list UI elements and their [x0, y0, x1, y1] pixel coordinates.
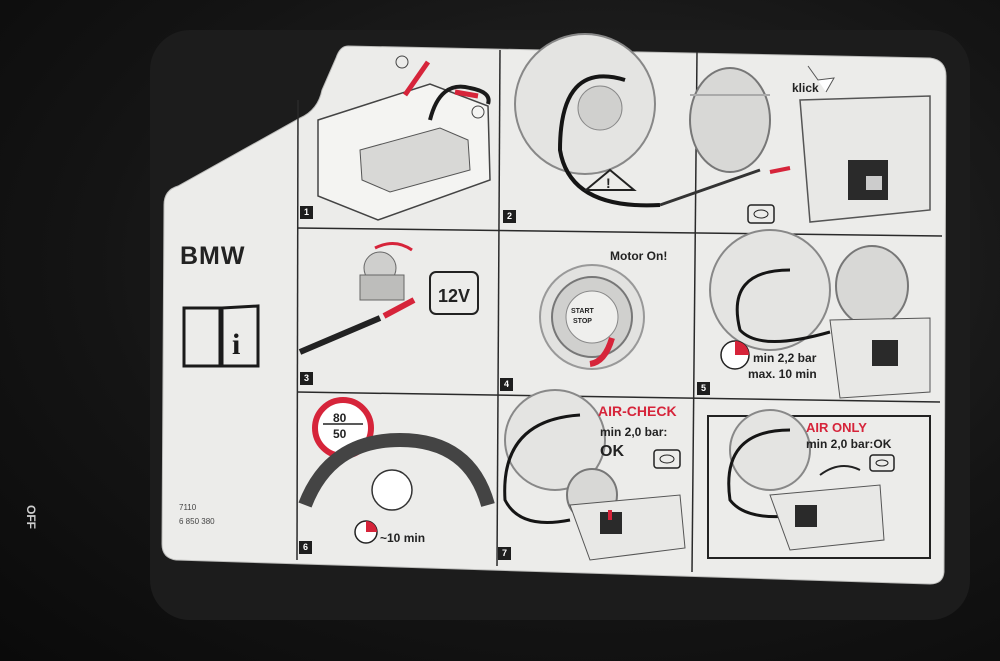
step-5-number: 5	[697, 382, 710, 395]
step-2-number: 2	[503, 210, 516, 223]
panel-7-illustration	[503, 389, 686, 561]
klick-label: klick	[792, 81, 819, 95]
motor-on-label: Motor On!	[610, 249, 667, 263]
part-number-line1: 7110	[179, 503, 197, 512]
speed-top: 80	[333, 411, 347, 425]
part-number-line2: 6 850 380	[179, 517, 215, 526]
manual-info-icon: i	[182, 304, 260, 368]
svg-text:!: !	[606, 175, 611, 191]
drive-duration: ~10 min	[380, 531, 425, 545]
step-1-number: 1	[300, 206, 313, 219]
side-switch-label: OFF	[24, 505, 38, 529]
panel-2-illustration: !	[514, 33, 931, 224]
panel-4-start-stop-button	[539, 264, 645, 370]
air-check-title: AIR-CHECK	[598, 403, 677, 419]
panel-5-illustration	[709, 229, 931, 399]
brand-label: BMW	[180, 242, 246, 270]
panel8-line1: min 2,0 bar:OK	[806, 437, 892, 451]
panel7-line1: min 2,0 bar:	[600, 425, 667, 439]
panel-6-illustration	[298, 397, 495, 544]
air-only-title: AIR ONLY	[806, 420, 867, 435]
svg-text:i: i	[232, 328, 240, 361]
panel-8-illustration	[707, 409, 931, 559]
speed-bottom: 50	[333, 427, 347, 441]
step-4-number: 4	[500, 378, 513, 391]
panel5-line2: max. 10 min	[748, 367, 817, 381]
step-6-number: 6	[299, 541, 312, 554]
panel7-line2: OK	[600, 443, 624, 460]
panel-1-illustration	[317, 55, 491, 221]
step-7-number: 7	[498, 547, 511, 560]
start-text: START	[571, 308, 595, 315]
panel5-line1: min 2,2 bar	[753, 351, 817, 365]
stop-text: STOP	[573, 318, 592, 325]
socket-12v-label: 12V	[438, 286, 470, 306]
panel-3-illustration	[298, 242, 479, 355]
step-3-number: 3	[300, 372, 313, 385]
